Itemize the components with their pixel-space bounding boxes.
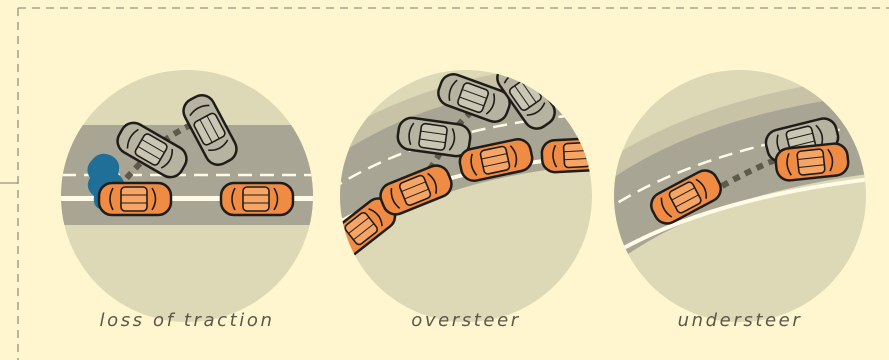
car-orange-start	[99, 183, 171, 215]
car-orange-normal	[221, 183, 293, 215]
panel-loss-of-traction	[40, 70, 340, 322]
car-orange-drifted	[775, 142, 850, 181]
caption-understeer: understeer	[642, 310, 838, 331]
lane-solid-line	[40, 196, 340, 201]
car-orange-exit	[541, 137, 615, 173]
caption-loss-of-traction: loss of traction	[76, 310, 298, 331]
panel-oversteer	[324, 56, 615, 322]
panel-understeer	[600, 70, 880, 322]
caption-oversteer: oversteer	[370, 310, 562, 331]
